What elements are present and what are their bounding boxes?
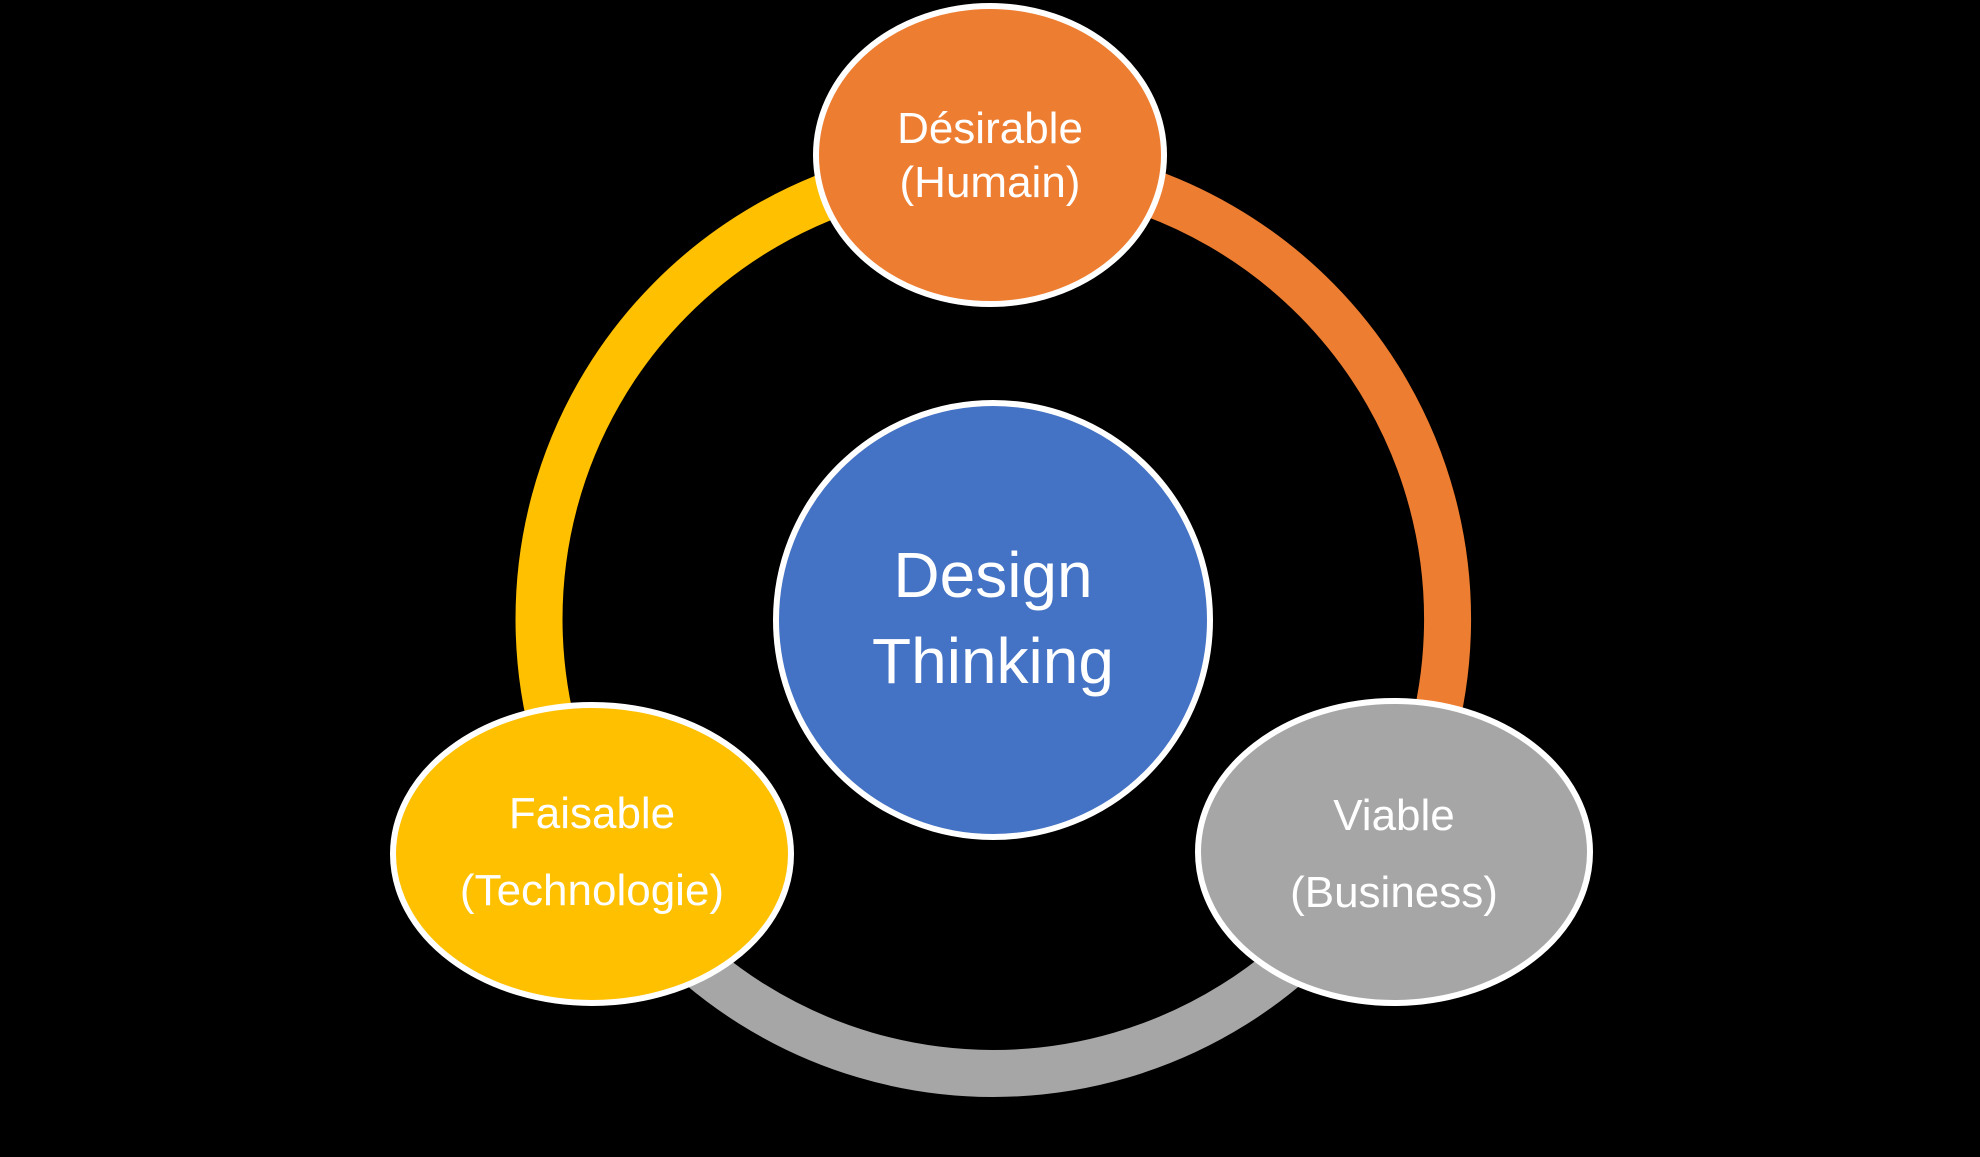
node-desirable: Désirable (Humain) (813, 3, 1167, 307)
node-desirable-shape (816, 6, 1164, 304)
node-viable-shape (1198, 701, 1590, 1003)
node-faisable-label-line1: Faisable (509, 789, 675, 838)
node-design-thinking-shape (776, 403, 1210, 837)
node-viable: Viable (Business) (1195, 698, 1593, 1006)
node-design-thinking-label-line1: Design (893, 539, 1092, 611)
node-viable-label-line2: (Business) (1290, 868, 1498, 917)
node-faisable-label-line2: (Technologie) (460, 866, 724, 915)
node-viable-border (1195, 698, 1593, 1006)
node-desirable-label-line1: Désirable (897, 104, 1083, 153)
node-design-thinking: Design Thinking (773, 400, 1213, 840)
node-desirable-border (813, 3, 1167, 307)
node-desirable-label-line2: (Humain) (900, 158, 1081, 207)
node-faisable: Faisable (Technologie) (390, 702, 794, 1006)
node-faisable-border (390, 702, 794, 1006)
node-design-thinking-label-line2: Thinking (872, 625, 1114, 697)
node-design-thinking-border (773, 400, 1213, 840)
node-faisable-shape (393, 705, 791, 1003)
node-viable-label-line1: Viable (1333, 791, 1455, 840)
